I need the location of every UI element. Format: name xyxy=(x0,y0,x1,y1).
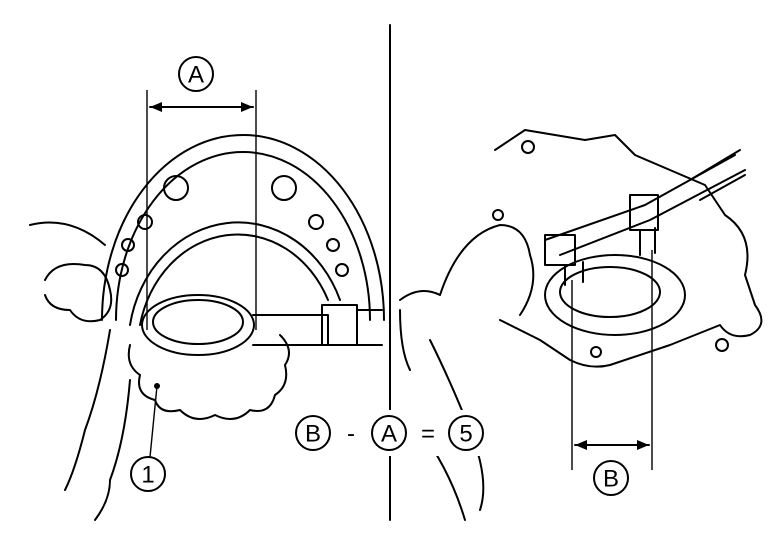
right-pump-body xyxy=(492,129,763,368)
gear-with-ring xyxy=(127,294,383,420)
part-1-callout: 1 xyxy=(130,383,166,492)
formula-minus: - xyxy=(347,421,355,448)
label-b: B xyxy=(603,466,619,493)
formula-result: 5 xyxy=(459,421,472,448)
dimension-b: B xyxy=(571,250,653,496)
label-a: A xyxy=(188,62,204,89)
dimension-a: A xyxy=(146,56,257,330)
left-housing xyxy=(101,134,385,326)
formula-equals: = xyxy=(421,421,435,448)
formula: B - A = 5 xyxy=(292,410,492,456)
formula-term1: B xyxy=(305,421,321,448)
label-a-circle xyxy=(178,56,214,92)
left-hand xyxy=(29,221,131,521)
label-part-1: 1 xyxy=(141,462,154,489)
formula-term2: A xyxy=(381,421,397,448)
right-hand xyxy=(399,224,535,521)
